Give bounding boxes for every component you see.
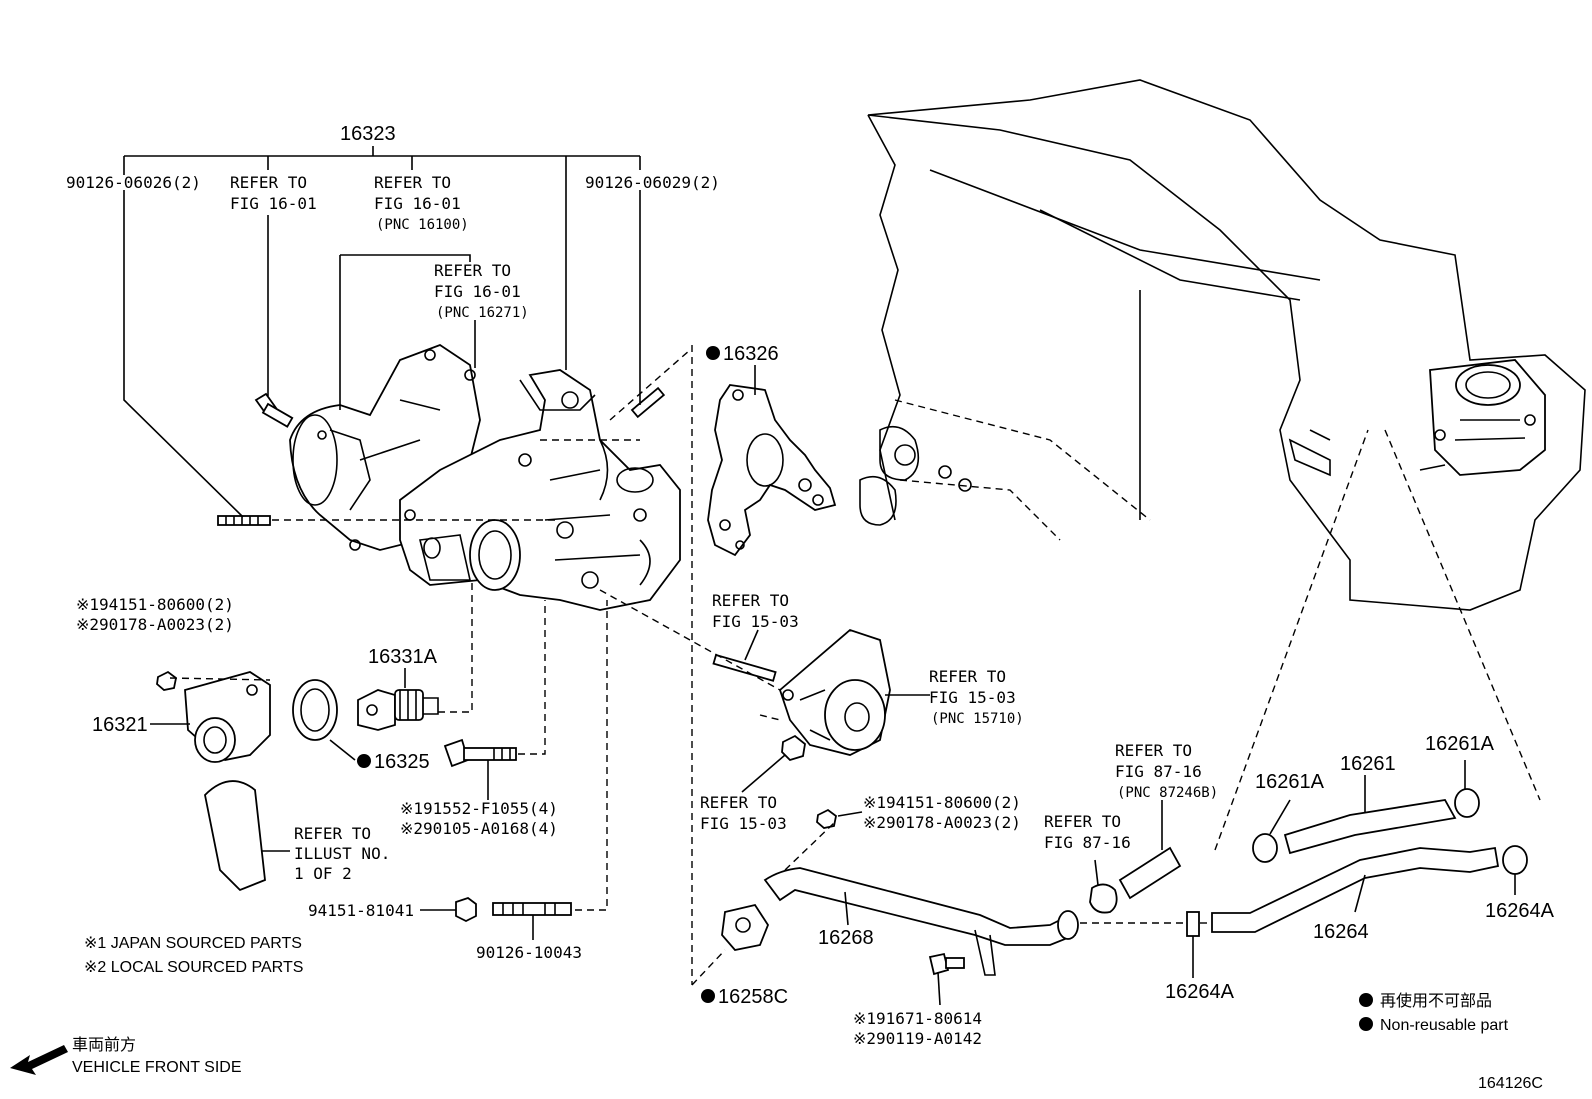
label-16264A-lower: 16264A	[1165, 981, 1235, 1003]
label-16321: 16321	[92, 714, 148, 736]
hose-refer-87-16	[1118, 846, 1182, 900]
part-labels: 16323 90126-06026(2) REFER TO FIG 16-01 …	[66, 123, 1555, 1048]
label-90126-06029: 90126-06029(2)	[585, 173, 720, 192]
label-90126-06026: 90126-06026(2)	[66, 173, 201, 192]
bolt-91671	[928, 952, 965, 976]
label-16325: 16325	[374, 751, 430, 773]
footnotes: ※1 JAPAN SOURCED PARTS ※2 LOCAL SOURCED …	[84, 935, 303, 976]
label-refer-to-3: REFER TO	[434, 261, 511, 280]
label-pnc-87246B: (PNC 87246B)	[1117, 785, 1218, 801]
clamp-16261A-right	[1454, 788, 1480, 818]
label-16264A-right: 16264A	[1485, 900, 1555, 922]
figure-code: 164126C	[1478, 1075, 1543, 1092]
pipe-16268	[763, 867, 1079, 976]
legend-label-jp: 再使用不可部品	[1380, 992, 1492, 1010]
bolt-91552	[443, 738, 517, 768]
stud-90126-10043	[492, 902, 572, 916]
water-inlet-16321	[184, 671, 271, 763]
legend: 再使用不可部品 Non-reusable part	[1359, 992, 1509, 1034]
label-ref1-pipe-line2: ※290178-A0023(2)	[863, 813, 1021, 832]
housing-refer-15-03	[778, 628, 891, 756]
label-fig-87-16-2: FIG 87-16	[1115, 762, 1202, 781]
thermostat-16331A	[357, 689, 439, 731]
label-ref1-line1: ※194151-80600(2)	[76, 595, 234, 614]
label-fig-16-01-2: FIG 16-01	[374, 194, 461, 213]
label-pnc-16271: (PNC 16271)	[436, 305, 529, 321]
legend-dot-jp	[1359, 993, 1373, 1007]
bolt-refer-16-01	[254, 392, 294, 428]
nonreusable-dot-16325	[357, 754, 371, 768]
label-refer-to-1: REFER TO	[230, 173, 307, 192]
stud-bolt-90126-06026	[217, 515, 271, 526]
label-bolt91671-line2: ※290119-A0142	[853, 1029, 982, 1048]
hose-16261	[1283, 799, 1457, 855]
engine-block-outline	[859, 79, 1586, 611]
label-bolt-line2: ※290105-A0168(4)	[400, 819, 558, 838]
label-bolt91671-line1: ※191671-80614	[853, 1009, 982, 1028]
legend-dot-en	[1359, 1017, 1373, 1031]
label-pnc-16100: (PNC 16100)	[376, 217, 469, 233]
label-refer-to-8: REFER TO	[1044, 812, 1121, 831]
clamp-refer-87-16	[1089, 883, 1118, 914]
label-fig-15-03-3: FIG 15-03	[700, 814, 787, 833]
nut-94151-pipe	[816, 808, 837, 829]
label-fig-87-16-1: FIG 87-16	[1044, 833, 1131, 852]
throttle-body	[1419, 359, 1546, 476]
stud-refer-15-03	[712, 653, 777, 682]
dashed-lines	[169, 345, 1541, 986]
leader-lines	[123, 146, 1516, 1006]
label-16326: 16326	[723, 343, 779, 365]
note-japan-sourced: ※1 JAPAN SOURCED PARTS	[84, 935, 302, 952]
front-label-en: VEHICLE FRONT SIDE	[72, 1059, 242, 1076]
clamp-16261A-left	[1252, 833, 1278, 863]
front-arrow-icon	[10, 1045, 68, 1075]
plug-94151-81041	[455, 896, 477, 923]
label-refer-to-9: REFER TO	[1115, 741, 1192, 760]
label-ref1-pipe-line1: ※194151-80600(2)	[863, 793, 1021, 812]
note-local-sourced: ※2 LOCAL SOURCED PARTS	[84, 959, 303, 976]
label-ref1-line2: ※290178-A0023(2)	[76, 615, 234, 634]
label-16261A-right: 16261A	[1425, 733, 1495, 755]
label-fig-15-03-2: FIG 15-03	[929, 688, 1016, 707]
label-illust-no: ILLUST NO.	[294, 844, 390, 863]
label-fig-15-03-1: FIG 15-03	[712, 612, 799, 631]
label-16261: 16261	[1340, 753, 1396, 775]
label-refer-to-2: REFER TO	[374, 173, 451, 192]
water-pump-assembly	[289, 343, 681, 611]
clamp-16264A-lower	[1186, 911, 1200, 937]
front-label-jp: 車両前方	[72, 1036, 136, 1054]
label-16331A: 16331A	[368, 646, 438, 668]
nonreusable-dot-16326	[706, 346, 720, 360]
stud-bolt-90126-06029	[630, 386, 666, 419]
label-fig-16-01-3: FIG 16-01	[434, 282, 521, 301]
gasket-16258C	[721, 903, 770, 951]
label-16268: 16268	[818, 927, 874, 949]
label-90126-10043: 90126-10043	[476, 943, 582, 962]
vehicle-front-indicator: 車両前方 VEHICLE FRONT SIDE	[10, 1036, 242, 1076]
label-refer-to-5: REFER TO	[712, 591, 789, 610]
clamp-16264A-right	[1502, 845, 1528, 875]
gasket-16325	[292, 679, 338, 741]
gasket-16326	[707, 384, 837, 557]
hose-16264	[1211, 846, 1500, 933]
label-16264: 16264	[1313, 921, 1369, 943]
label-16258C: 16258C	[718, 986, 788, 1008]
label-refer-to-4: REFER TO	[294, 824, 371, 843]
label-pnc-15710: (PNC 15710)	[931, 711, 1024, 727]
nut-16321	[156, 670, 177, 691]
nonreusable-dot-16258C	[701, 989, 715, 1003]
label-16261A-left: 16261A	[1255, 771, 1325, 793]
label-refer-to-6: REFER TO	[929, 667, 1006, 686]
label-fig-16-01-1: FIG 16-01	[230, 194, 317, 213]
label-refer-to-7: REFER TO	[700, 793, 777, 812]
legend-label-en: Non-reusable part	[1380, 1017, 1509, 1034]
hose-refer-illust	[204, 780, 266, 892]
label-bolt-line1: ※191552-F1055(4)	[400, 799, 558, 818]
label-one-of-two: 1 OF 2	[294, 864, 352, 883]
label-94151-81041: 94151-81041	[308, 901, 414, 920]
nut-refer-15-03	[781, 734, 806, 762]
label-16323: 16323	[340, 123, 396, 145]
